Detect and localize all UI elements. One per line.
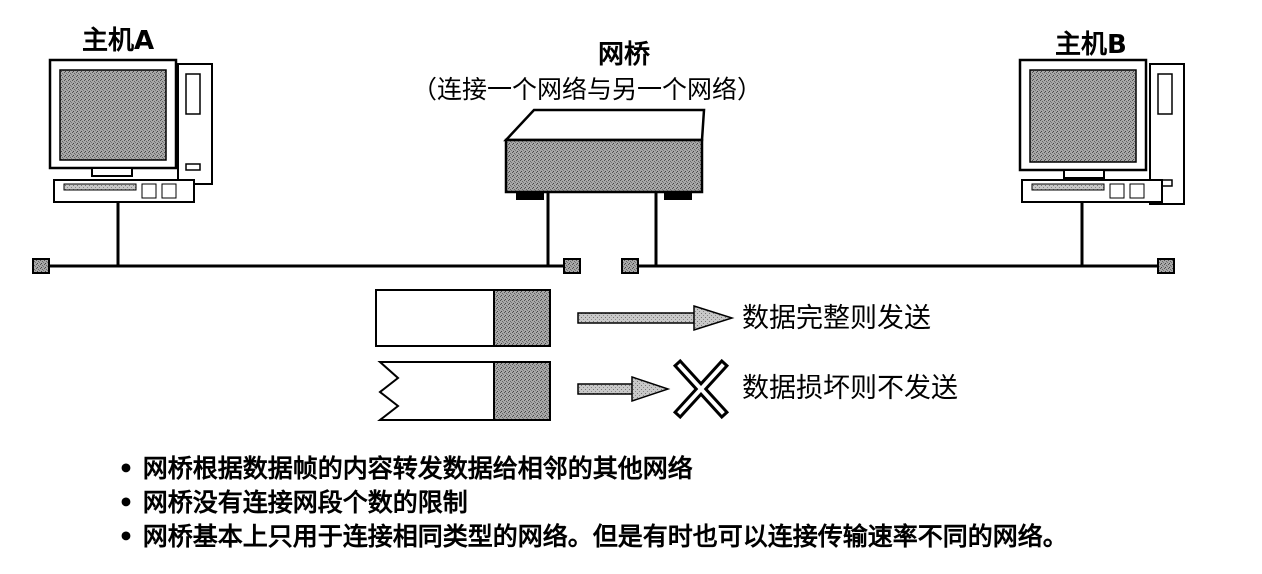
note-item: 网桥基本上只用于连接相同类型的网络。但是有时也可以连接传输速率不同的网络。 <box>118 520 1068 554</box>
note-item: 网桥没有连接网段个数的限制 <box>118 486 1068 520</box>
host-a-computer <box>48 58 213 203</box>
complete-frame <box>375 289 551 347</box>
host-b-label: 主机B <box>1055 30 1127 60</box>
host-a-screen <box>59 69 167 161</box>
terminator-right-inner <box>621 258 639 274</box>
damaged-frame-fcs <box>493 361 551 421</box>
bridge-title: 网桥 <box>598 40 651 70</box>
bridge-subtitle: （连接一个网络与另一个网络） <box>412 75 763 104</box>
host-b-computer <box>1018 58 1185 205</box>
note-item: 网桥根据数据帧的内容转发数据给相邻的其他网络 <box>118 452 1068 486</box>
complete-frame-label: 数据完整则发送 <box>742 303 931 334</box>
cross-icon <box>672 358 730 420</box>
forward-arrow <box>577 304 735 332</box>
bridge-top <box>503 108 706 142</box>
bridge-device <box>503 108 706 200</box>
terminator-left-outer <box>32 258 50 274</box>
complete-frame-body <box>375 289 495 347</box>
host-a-label: 主机A <box>82 26 155 56</box>
notes-list: 网桥根据数据帧的内容转发数据给相邻的其他网络 网桥没有连接网段个数的限制 网桥基… <box>118 452 1068 554</box>
damaged-frame-label: 数据损坏则不发送 <box>742 373 958 404</box>
damaged-frame <box>377 361 551 421</box>
bridge-front <box>504 138 704 194</box>
damaged-frame-body <box>377 361 495 421</box>
terminator-right-outer <box>1157 258 1175 274</box>
host-b-screen <box>1029 69 1137 163</box>
complete-frame-fcs <box>493 289 551 347</box>
drop-arrow <box>577 375 671 403</box>
terminator-left-inner <box>563 258 581 274</box>
